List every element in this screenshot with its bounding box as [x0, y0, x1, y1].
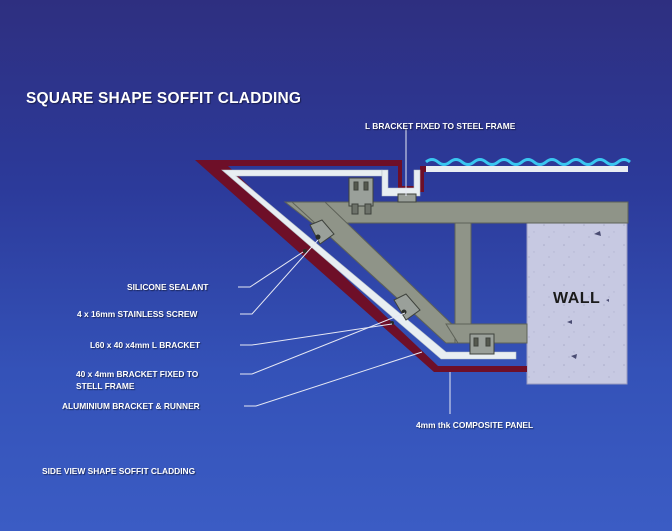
label-stainless-screw: 4 x 16mm STAINLESS SCREW — [77, 309, 198, 319]
roof-sheet — [424, 166, 628, 172]
label-aluminium-bracket: ALUMINIUM BRACKET & RUNNER — [62, 401, 200, 411]
l-bracket-channel — [381, 169, 421, 197]
diagram-title: SQUARE SHAPE SOFFIT CLADDING — [26, 90, 302, 107]
wall-label: WALL — [553, 290, 601, 307]
roof-profile — [425, 158, 631, 166]
screws — [303, 234, 407, 325]
label-l60-bracket: L60 x 40 x4mm L BRACKET — [90, 340, 201, 350]
composite-panel-outer — [195, 160, 527, 372]
label-silicone-sealant: SILICONE SEALANT — [127, 282, 209, 292]
label-composite-panel: 4mm thk COMPOSITE PANEL — [416, 420, 534, 430]
wall-markings — [541, 231, 609, 359]
label-bracket-fixed-line1: 40 x 4mm BRACKET FIXED TO — [76, 369, 199, 379]
label-bracket-fixed-line2: STELL FRAME — [76, 381, 135, 391]
leader-lines — [238, 128, 451, 414]
wall — [526, 221, 628, 385]
diagram-footer: SIDE VIEW SHAPE SOFFIT CLADDING — [42, 466, 196, 476]
label-l-bracket-fixed: L BRACKET FIXED TO STEEL FRAME — [365, 121, 516, 131]
